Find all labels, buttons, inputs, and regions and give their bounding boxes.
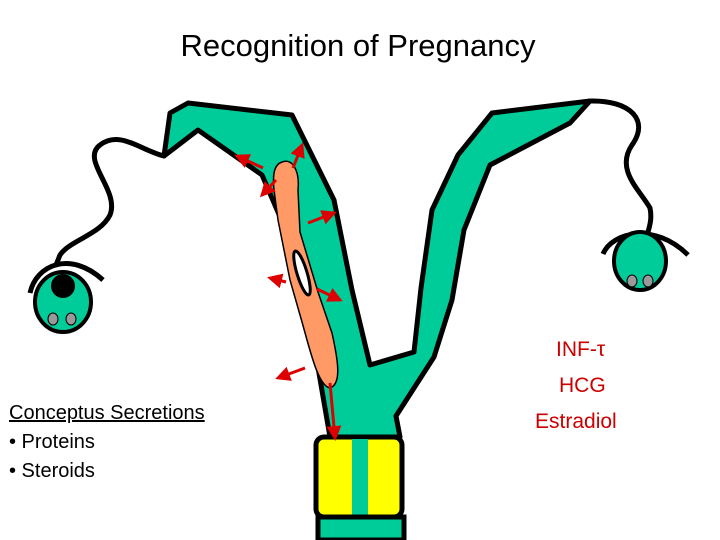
ovary-right xyxy=(600,230,690,292)
oviduct-right xyxy=(587,98,654,235)
conceptus-secretions-list: Conceptus Secretions • Proteins • Steroi… xyxy=(9,399,205,486)
hormone-label: INF-τ xyxy=(556,338,606,361)
legend-heading: Conceptus Secretions xyxy=(9,402,205,424)
uterus-body xyxy=(161,98,593,440)
secretion-arrows xyxy=(234,142,343,441)
red-arrow xyxy=(290,142,305,169)
hormone-label: HCG xyxy=(559,374,606,397)
red-arrow xyxy=(326,382,342,441)
embryo xyxy=(292,249,312,297)
red-arrow xyxy=(307,210,337,225)
page-title: Recognition of Pregnancy xyxy=(180,28,536,63)
red-arrow xyxy=(234,154,264,170)
cervical-canal xyxy=(352,439,368,515)
hormone-label: Estradiol xyxy=(535,410,617,433)
red-arrow xyxy=(259,178,278,198)
red-arrow xyxy=(316,287,343,302)
legend-item: • Steroids xyxy=(9,460,95,482)
ovary-left xyxy=(27,261,105,334)
red-arrow xyxy=(267,273,287,289)
legend-item: • Proteins xyxy=(9,431,95,453)
oviduct-left xyxy=(53,137,167,268)
red-arrow xyxy=(275,366,306,381)
